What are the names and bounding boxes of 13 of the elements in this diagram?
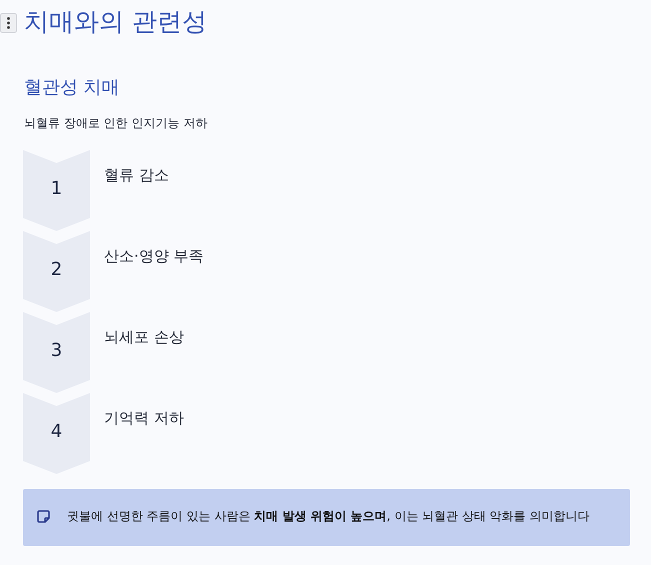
note-text: 귓불에 선명한 주름이 있는 사람은 치매 발생 위험이 높으며, 이는 뇌혈관 상태 악화를 의미합니다 <box>67 508 590 525</box>
step-number: 3 <box>50 339 62 363</box>
page-title: 치매와의 관련성 <box>24 6 207 38</box>
step-text: 뇌세포 손상 <box>104 327 184 347</box>
section-heading: 혈관성 치매 <box>24 76 120 100</box>
step-number: 2 <box>50 258 62 282</box>
step-number: 4 <box>50 420 62 444</box>
step-text: 기억력 저하 <box>104 408 184 428</box>
step-text: 산소·영양 부족 <box>104 246 204 266</box>
section-description: 뇌혈류 장애로 인한 인지기능 저하 <box>24 115 208 132</box>
note-callout <box>23 489 630 546</box>
step-number: 1 <box>50 177 62 201</box>
step-text: 혈류 감소 <box>104 165 169 185</box>
